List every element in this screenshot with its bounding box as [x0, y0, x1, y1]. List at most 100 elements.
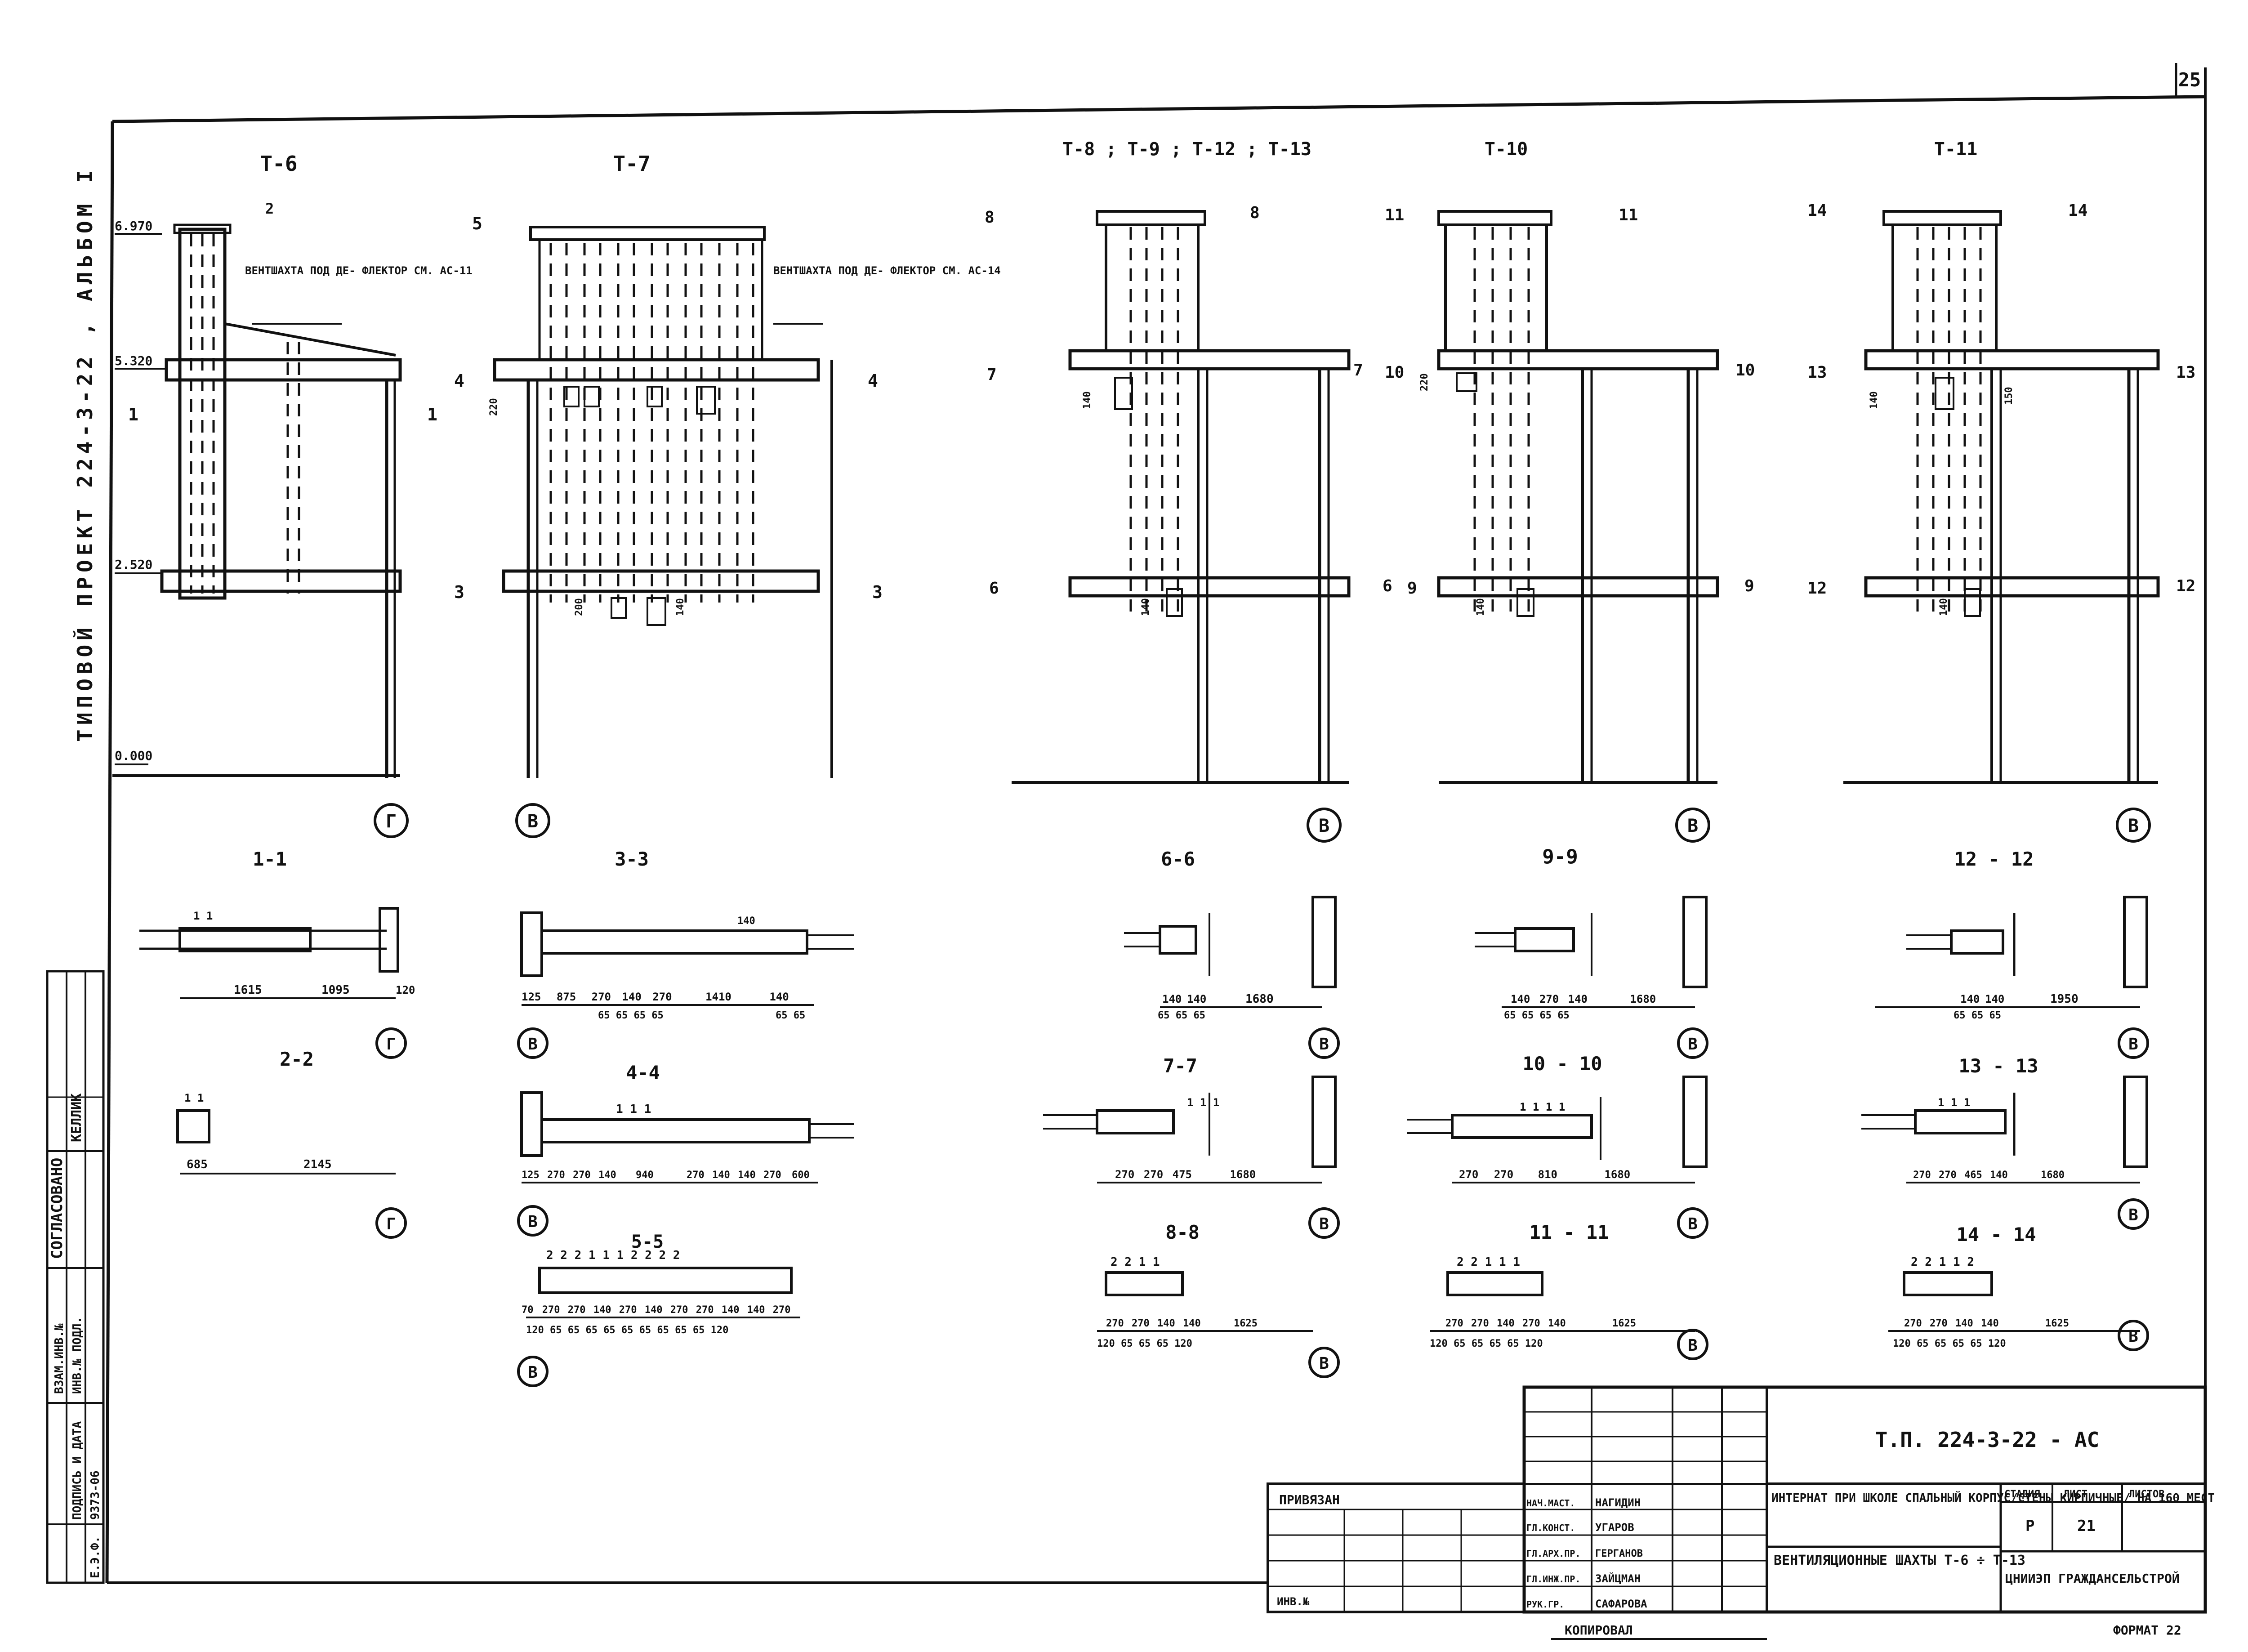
section-title-11-11: 11 - 11 — [1529, 1221, 1609, 1243]
s5-dim-4: 270 — [619, 1304, 637, 1316]
t11-cut-12-left: 12 — [1807, 579, 1827, 598]
s13-small: 1 1 1 — [1938, 1096, 1970, 1109]
left-box-code: Е.Э.Ф. — [89, 1536, 102, 1578]
elevation-t7: Т-7 ВЕНТШАХТА ПОД ДЕ — [454, 152, 1001, 838]
elevation-t10: Т-10 11 11 10 10 9 9 220 140 В — [1385, 139, 1755, 843]
section-title-1-1: 1-1 — [253, 848, 287, 870]
elevation-title-t11: Т-11 — [1934, 139, 1977, 160]
s3-small-b: 65 65 — [776, 1010, 805, 1021]
s13-dims: 270 270 465 140 1680 — [1913, 1170, 2065, 1181]
s4-dim-4: 940 — [636, 1170, 654, 1181]
title-block-code: Т.П. 224-3-22 - АС — [1875, 1428, 2100, 1452]
s12-small: 65 65 65 — [1954, 1010, 2001, 1021]
section-4-4: 4-4 125 270 270 140 940 270 140 140 270 … — [517, 1062, 854, 1237]
s4-small-a: 1 1 1 — [616, 1103, 651, 1116]
name-1: УГАРОВ — [1595, 1521, 1634, 1534]
section-3-3: 3-3 125 875 270 140 270 1410 140 65 65 6… — [517, 848, 854, 1059]
s9-dim-3: 1680 — [1630, 993, 1656, 1005]
t11-dim-b: 150 — [2003, 387, 2015, 405]
s3-dim-1: 875 — [557, 991, 576, 1003]
t11-dim-c: 140 — [1938, 598, 1949, 616]
s14-top: 2 2 1 1 2 — [1911, 1255, 1974, 1269]
t7-cut-3-right: 3 — [872, 582, 883, 602]
s3-dim-0: 125 — [522, 991, 541, 1003]
s3-dim-5: 1410 — [705, 991, 731, 1003]
elevation-t11: Т-11 14 14 13 13 12 12 140 150 140 В — [1807, 139, 2195, 843]
section-title-10-10: 10 - 10 — [1522, 1053, 1602, 1075]
s6-small: 65 65 65 — [1158, 1010, 1205, 1021]
s8-dims: 270 270 140 140 1625 — [1106, 1318, 1258, 1329]
axis-bubble — [375, 1207, 407, 1239]
s9-dim-2: 140 — [1568, 993, 1588, 1005]
left-box-number: 9373-06 — [89, 1470, 102, 1520]
axis-bubble — [2118, 1027, 2149, 1059]
t10-axis-label: В — [1687, 816, 1698, 836]
elevation-title-t8: Т-8 ; Т-9 ; Т-12 ; Т-13 — [1062, 139, 1311, 160]
left-box-inv: ИНВ.№ ПОДЛ. — [71, 1317, 84, 1394]
t6-axis-label: Г — [386, 811, 397, 832]
title-block: Т.П. 224-3-22 - АС ПРИВЯЗАН ИНВ.№ НАЧ.МА… — [1267, 1385, 2215, 1640]
t8-cut-8-right: 8 — [1250, 204, 1260, 222]
axis-bubble — [374, 803, 409, 838]
section-8-8: 8-8 2 2 1 1 270 270 140 140 1625 120 65 … — [1097, 1221, 1340, 1378]
elevation-title-t10: Т-10 — [1485, 139, 1528, 160]
s14-dim-2: 140 — [1955, 1318, 1973, 1329]
t6-level-1: 5.320 — [115, 353, 152, 368]
s8-bottom: 120 65 65 65 120 — [1097, 1338, 1192, 1349]
section-13-13: 13 - 13 270 270 465 140 1680 1 1 1 В — [1861, 1055, 2149, 1230]
s11-dim-0: 270 — [1445, 1318, 1463, 1329]
left-box-replace: ВЗАМ.ИНВ.№ — [53, 1323, 66, 1394]
s3-dim-2: 270 — [592, 991, 611, 1003]
s9-dim-1: 270 — [1539, 993, 1559, 1005]
s12-axis: В — [2128, 1035, 2138, 1054]
s3-small-c: 140 — [737, 915, 755, 927]
s4-dim-7: 140 — [738, 1170, 756, 1181]
section-title-7-7: 7-7 — [1163, 1055, 1197, 1077]
s5-axis: В — [528, 1363, 538, 1382]
s11-dims: 270 270 140 270 140 1625 — [1445, 1318, 1636, 1329]
s5-dim-7: 270 — [696, 1304, 714, 1316]
s10-dims: 270 270 810 1680 — [1459, 1168, 1630, 1181]
s5-dim-6: 270 — [670, 1304, 688, 1316]
s1-small-a: 1 1 — [193, 910, 213, 922]
elevation-title-t6: Т-6 — [260, 152, 297, 176]
s13-dim-4: 1680 — [2041, 1170, 2065, 1181]
s3-dims: 125 875 270 140 270 1410 140 — [522, 991, 789, 1003]
s2-dim-b: 2145 — [303, 1158, 332, 1171]
s11-dim-5: 1625 — [1612, 1318, 1636, 1329]
t8-dim-b: 140 — [1140, 598, 1151, 616]
section-6-6: 6-6 140 140 1680 65 65 65 В — [1124, 848, 1340, 1059]
s8-dim-4: 1625 — [1234, 1318, 1258, 1329]
role-1: ГЛ.КОНСТ. — [1526, 1523, 1575, 1533]
s6-axis: В — [1319, 1035, 1329, 1054]
copied-label: КОПИРОВАЛ — [1565, 1623, 1633, 1638]
s4-dim-6: 140 — [712, 1170, 730, 1181]
section-title-13-13: 13 - 13 — [1958, 1055, 2038, 1077]
s7-small: 1 1 1 — [1187, 1096, 1219, 1109]
stage-label: СТАДИЯ — [2004, 1489, 2040, 1500]
s11-dim-3: 270 — [1522, 1318, 1540, 1329]
s8-top: 2 2 1 1 — [1111, 1255, 1160, 1269]
s9-dims: 140 270 140 1680 — [1511, 993, 1656, 1005]
s12-dim-c: 1950 — [2050, 992, 2079, 1006]
s5-top: 2 2 2 1 1 1 2 2 2 2 — [546, 1249, 680, 1262]
axis-bubble — [1675, 808, 1710, 843]
s4-axis: В — [528, 1213, 538, 1231]
left-approval-box: СОГЛАСОВАНО КЕЛЛИК ИНВ.№ ПОДЛ. ПОДПИСЬ И… — [46, 970, 105, 1584]
axis-bubble — [517, 1356, 549, 1387]
t8-cut-6-right: 6 — [1383, 577, 1392, 595]
title-block-inv: ИНВ.№ — [1277, 1595, 1310, 1608]
s14-dim-4: 1625 — [2045, 1318, 2069, 1329]
s5-dim-3: 140 — [593, 1304, 611, 1316]
t6-vent-note: ВЕНТШАХТА ПОД ДЕ- ФЛЕКТОР СМ. АС-11 — [245, 264, 473, 277]
section-title-5-5: 5-5 — [631, 1232, 664, 1252]
section-title-14-14: 14 - 14 — [1956, 1223, 2036, 1246]
section-7-7: 7-7 270 270 475 1680 1 1 1 В — [1043, 1055, 1340, 1239]
s7-axis: В — [1319, 1215, 1329, 1233]
axis-bubble — [1308, 1027, 1340, 1059]
s4-dim-2: 270 — [573, 1170, 591, 1181]
section-2-2: 2-2 685 2145 1 1 Г — [176, 1048, 407, 1239]
s4-dims: 125 270 270 140 940 270 140 140 270 600 — [522, 1170, 810, 1181]
s8-dim-3: 140 — [1183, 1318, 1201, 1329]
